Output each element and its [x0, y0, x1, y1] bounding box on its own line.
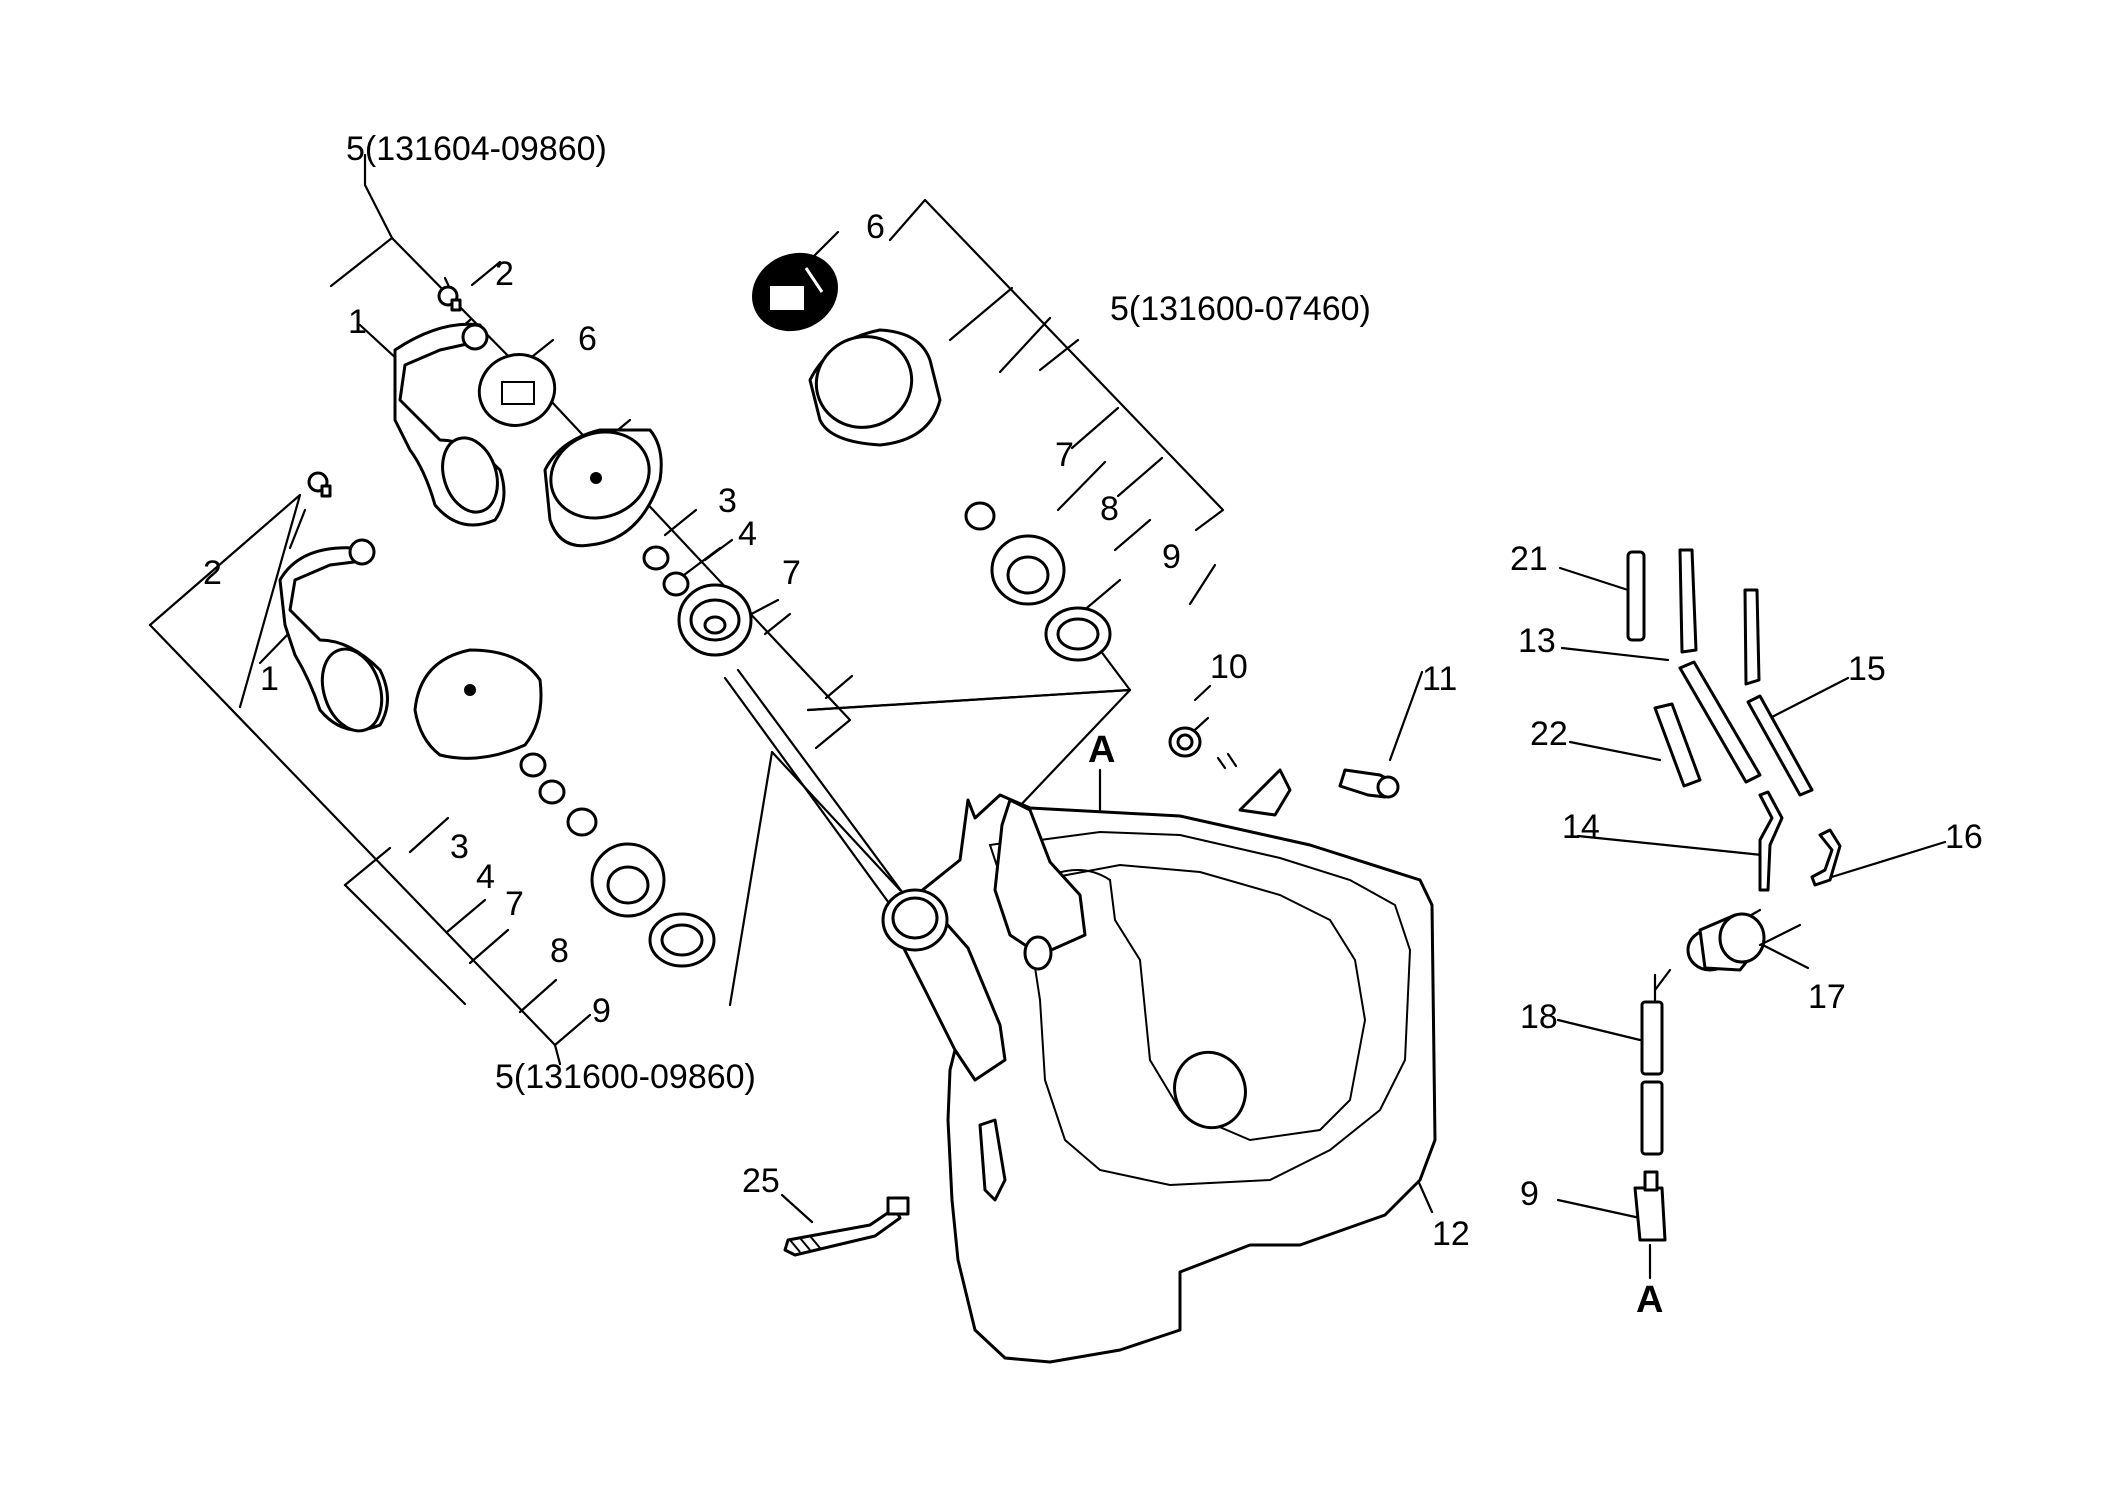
- callout-c-8: 8: [550, 932, 569, 970]
- callout-b-7: 7: [1055, 436, 1074, 474]
- callout-c-4: 4: [476, 858, 495, 896]
- kit-c-label: 5(131600-09860): [495, 1058, 756, 1096]
- kit-c-bracket: [148, 493, 592, 1066]
- kit-c-parts: [278, 471, 716, 968]
- assembly-lines: [723, 648, 1132, 1007]
- band-25-icon: [783, 1206, 902, 1257]
- callout-9-weight: 9: [1520, 1175, 1539, 1213]
- grommet-22-icon: [1653, 702, 1702, 788]
- callout-c-7: 7: [505, 885, 524, 923]
- weight-9-icon: [1633, 1186, 1667, 1242]
- callout-a-3: 3: [718, 482, 737, 520]
- pipe-14-icon: [1758, 790, 1784, 892]
- fuel-tank: [881, 768, 1437, 1364]
- callout-18: 18: [1520, 998, 1558, 1036]
- callout-12: 12: [1432, 1215, 1470, 1253]
- callout-b-8: 8: [1100, 490, 1119, 528]
- callout-c-9: 9: [592, 992, 611, 1030]
- callout-11: 11: [1422, 660, 1457, 698]
- ref-a-bottom: A: [1636, 1279, 1663, 1321]
- vent-icon: [964, 501, 996, 531]
- callout-14: 14: [1562, 808, 1600, 846]
- washer-c-icon: [519, 752, 547, 778]
- fuel-label-icon: [477, 353, 557, 427]
- nut-c-icon: [538, 779, 566, 805]
- callout-21: 21: [1510, 540, 1548, 578]
- callout-labels: 5(131604-09860) 5(131600-07460) 5(131600…: [203, 130, 1983, 1321]
- callout-c-3: 3: [450, 828, 469, 866]
- callout-a-6: 6: [578, 320, 597, 358]
- tank-window: [1173, 1050, 1247, 1130]
- kit-b-label: 5(131600-07460): [1110, 290, 1371, 328]
- grommet-21-icon: [1626, 550, 1646, 642]
- callout-a-1: 1: [348, 303, 367, 341]
- kit-a-parts: [393, 285, 753, 657]
- callout-15: 15: [1848, 650, 1886, 688]
- callout-10: 10: [1210, 648, 1248, 686]
- callout-25: 25: [742, 1162, 780, 1200]
- callout-a-2: 2: [495, 255, 514, 293]
- callout-16: 16: [1945, 818, 1983, 856]
- vent-c-icon: [566, 807, 598, 837]
- callout-22: 22: [1530, 715, 1568, 753]
- pipe-16-icon: [1810, 828, 1842, 887]
- ref-a-top: A: [1088, 729, 1115, 771]
- callout-b-9: 9: [1162, 538, 1181, 576]
- hose-15-icon: [1743, 588, 1761, 686]
- fuel-lines: [783, 548, 1842, 1257]
- nut-icon: [662, 571, 690, 597]
- washer-icon: [642, 545, 670, 571]
- callout-a-4: 4: [738, 515, 757, 553]
- hose-13-icon: [1678, 548, 1698, 654]
- callout-a-7: 7: [782, 554, 801, 592]
- callout-c-1: 1: [260, 660, 279, 698]
- kit-b-bracket: [888, 198, 1225, 532]
- callout-13: 13: [1518, 622, 1556, 660]
- callout-17: 17: [1808, 978, 1846, 1016]
- callout-c-2: 2: [203, 554, 222, 592]
- hose-18-icon: [1640, 1000, 1664, 1076]
- tank-side-vent: [978, 1118, 1007, 1202]
- kit-a-label: 5(131604-09860): [346, 130, 607, 168]
- fuel-cap-c-icon: [413, 648, 543, 760]
- kit-b-parts: [752, 252, 1112, 662]
- fasteners: [1168, 726, 1400, 799]
- callout-b-6: 6: [866, 208, 885, 246]
- tank-mount-hole: [1023, 935, 1053, 971]
